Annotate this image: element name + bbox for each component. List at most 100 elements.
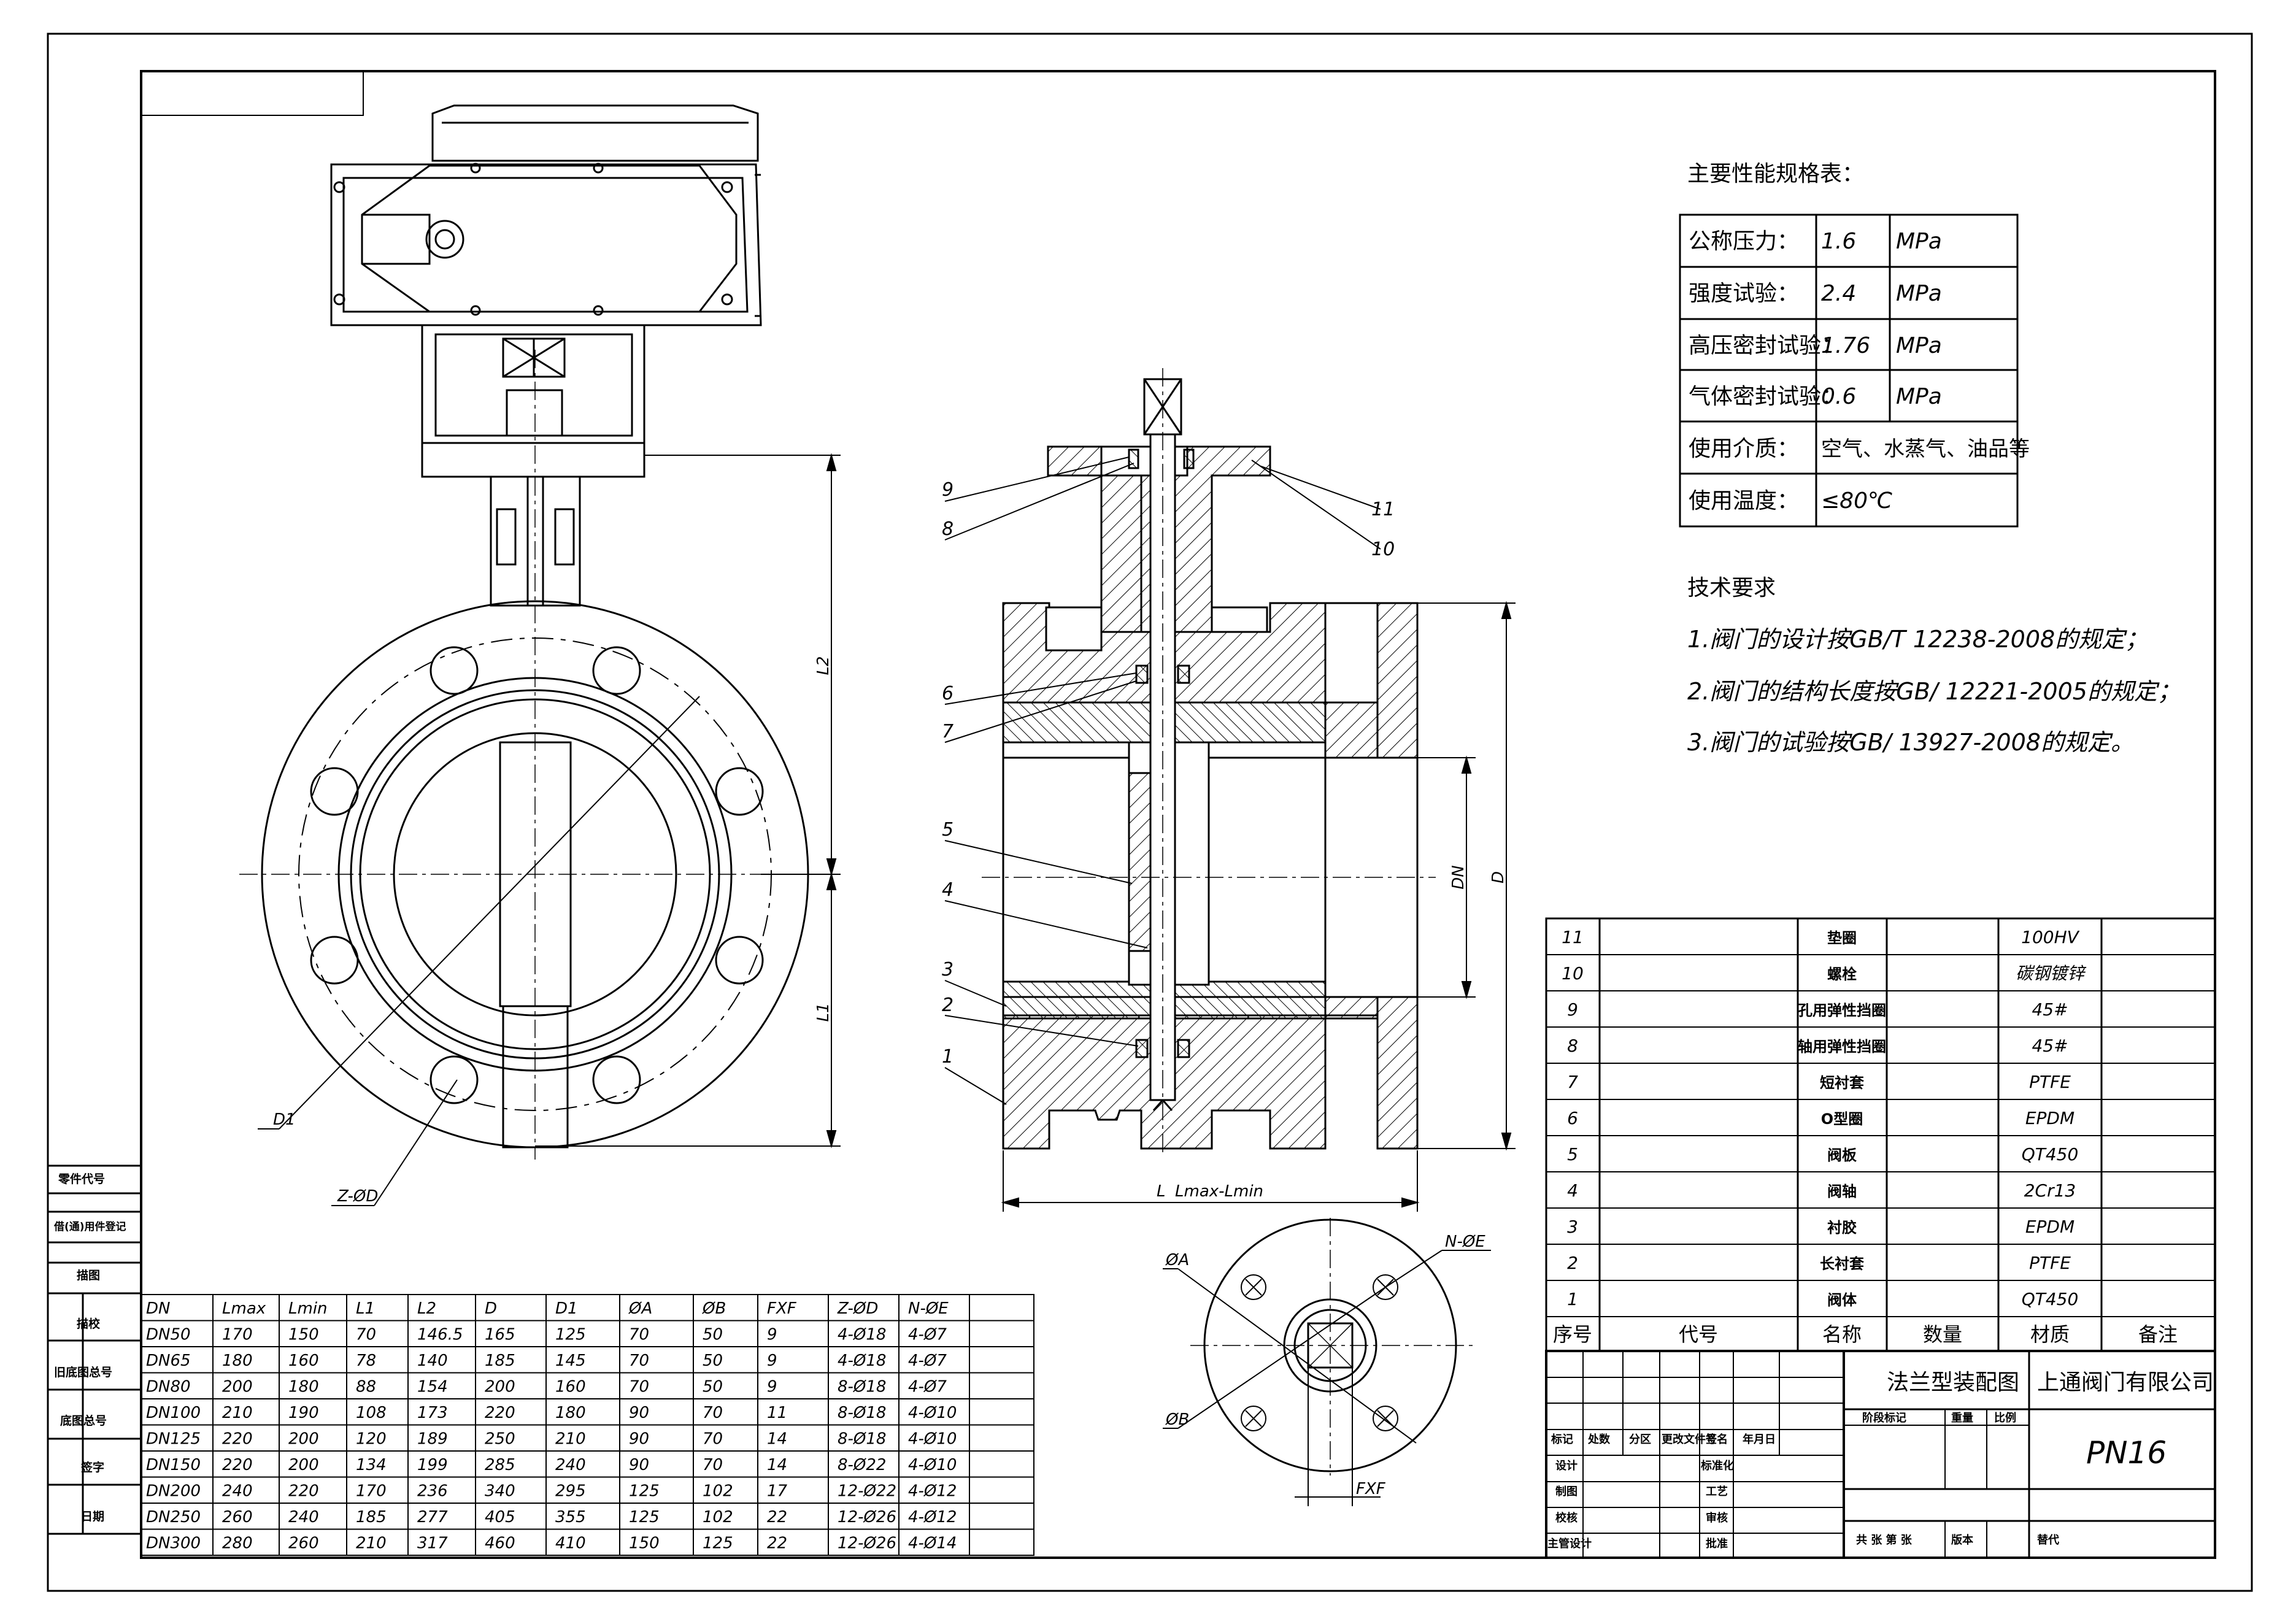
tb-mid-proc: 工艺 [1706, 1485, 1728, 1498]
side-old-no: 旧底图总号 [54, 1365, 112, 1379]
balloon-1: 1 [942, 1046, 953, 1068]
dim-cell: 185 [356, 1508, 387, 1526]
side-sign: 签字 [80, 1460, 104, 1474]
dim-cell: 295 [555, 1482, 586, 1501]
dim-cell: 9 [767, 1378, 777, 1396]
dim-cell: 125 [555, 1326, 586, 1344]
parts-grid [1545, 917, 2216, 1352]
tb-mid-review: 审核 [1706, 1511, 1728, 1525]
dim-header-cell: ØA [628, 1299, 652, 1318]
spec-label-5: 使用温度： [1689, 488, 1799, 514]
parts-cell-name: 轴用弹性挡圈 [1798, 1038, 1886, 1055]
pressure-grade: PN16 [2086, 1435, 2167, 1471]
dim-cell: 125 [629, 1482, 660, 1501]
parts-header-name: 名称 [1822, 1323, 1862, 1346]
balloon-labels: 9 8 6 7 5 4 3 2 1 11 10 [942, 479, 1395, 1068]
dim-cell: 11 [767, 1404, 787, 1422]
parts-cell-name: 垫圈 [1827, 929, 1857, 947]
parts-header-no: 序号 [1553, 1323, 1592, 1346]
dim-cell: 17 [767, 1482, 788, 1501]
title-block-grid [1545, 1350, 2216, 1559]
parts-cell-no: 11 [1562, 927, 1584, 947]
dim-cell: 50 [703, 1378, 723, 1396]
dim-cell: 14 [767, 1456, 787, 1474]
dim-cell: 90 [629, 1404, 649, 1422]
dim-cell: 4-Ø12 [908, 1508, 957, 1526]
spec-unit-0: MPa [1896, 229, 1942, 254]
dim-cell: 405 [485, 1508, 515, 1526]
dim-cell: 200 [288, 1456, 319, 1474]
tb-label-zone: 分区 [1629, 1433, 1651, 1446]
tech-requirements: 技术要求 1.阀门的设计按GB/T 12238-2008的规定； 2.阀门的结构… [1687, 575, 2181, 756]
dim-cell: 70 [356, 1326, 376, 1344]
dim-cell: 4-Ø10 [908, 1456, 957, 1474]
dim-l2: L2 [814, 656, 833, 675]
dim-cell: 108 [356, 1404, 387, 1422]
dim-cell: 189 [417, 1430, 448, 1449]
code-box [141, 71, 364, 116]
parts-cell-no: 8 [1567, 1036, 1578, 1056]
dim-cell: 250 [485, 1430, 515, 1449]
dim-header-cell: L2 [417, 1299, 436, 1318]
dim-cell: 70 [703, 1404, 723, 1422]
dim-cell: DN80 [146, 1378, 191, 1396]
spec-unit-1: MPa [1896, 281, 1942, 306]
dim-d1: D1 [273, 1110, 296, 1129]
dim-cell: 240 [555, 1456, 586, 1474]
dim-cell: 9 [767, 1352, 777, 1370]
tech-item-2: 2.阀门的结构长度按GB/ 12221-2005的规定； [1687, 678, 2181, 705]
dim-cell: 90 [629, 1430, 649, 1449]
tb-left-chief: 主管设计 [1547, 1537, 1592, 1550]
section-dims [944, 456, 1516, 1212]
tb-mid-approve: 批准 [1706, 1537, 1728, 1550]
dim-cell: 134 [356, 1456, 387, 1474]
dim-cell: 199 [417, 1456, 448, 1474]
dim-cell: 340 [485, 1482, 515, 1501]
balloon-3: 3 [942, 959, 953, 980]
dim-cell: 9 [767, 1326, 777, 1344]
dim-cell: 4-Ø18 [838, 1352, 886, 1370]
dim-cell: 146.5 [417, 1326, 463, 1344]
dim-cell: 4-Ø10 [908, 1430, 957, 1449]
dim-b: ØB [1165, 1410, 1189, 1429]
inner-frame [140, 70, 2216, 1559]
parts-cell-material: 碳钢镀锌 [2016, 963, 2087, 983]
parts-cell-name: 衬胶 [1827, 1219, 1857, 1236]
balloon-11: 11 [1371, 499, 1395, 520]
dim-header-cell: Lmax [222, 1299, 266, 1318]
dim-cell: 50 [703, 1326, 723, 1344]
dim-cell: 145 [555, 1352, 586, 1370]
dim-ne: N-ØE [1445, 1233, 1485, 1251]
front-view [239, 104, 841, 1206]
dim-cell: DN250 [146, 1508, 201, 1526]
dim-cell: 355 [555, 1508, 586, 1526]
parts-cell-material: PTFE [2029, 1253, 2071, 1273]
actuator-housing [330, 163, 762, 326]
side-trace-check: 描校 [77, 1317, 101, 1331]
top-view [1163, 1218, 1491, 1506]
tb-version: 版本 [1951, 1533, 1973, 1547]
dim-cell: 8-Ø18 [838, 1404, 886, 1422]
dim-header-cell: N-ØE [908, 1299, 949, 1318]
spec-title: 主要性能规格表： [1687, 161, 1864, 187]
parts-cell-material: 45# [2032, 1036, 2068, 1056]
dim-cell: 220 [222, 1430, 253, 1449]
parts-cell-no: 2 [1567, 1253, 1578, 1273]
dim-cell: 12-Ø26 [838, 1534, 896, 1553]
balloon-10: 10 [1371, 539, 1395, 560]
dim-cell: 170 [356, 1482, 387, 1501]
spec-table: 公称压力： 1.6 MPa 强度试验： 2.4 MPa 高压密封试验： 1.76… [1689, 229, 2030, 514]
dim-cell: 4-Ø18 [838, 1326, 886, 1344]
dim-cell: 50 [703, 1352, 723, 1370]
tech-item-3: 3.阀门的试验按GB/ 13927-2008的规定。 [1687, 729, 2134, 756]
dim-cell: 4-Ø12 [908, 1482, 957, 1501]
dim-cell: 210 [356, 1534, 387, 1553]
tb-label-date: 年月日 [1743, 1433, 1776, 1446]
dim-header-cell: Z-ØD [837, 1299, 878, 1318]
parts-cell-name: 螺栓 [1827, 966, 1857, 983]
dim-cell: 4-Ø7 [908, 1326, 947, 1344]
parts-cell-material: 2Cr13 [2024, 1180, 2076, 1201]
title-block: 法兰型装配图 上通阀门有限公司 PN16 标记 处数 分区 更改文件号 签名 年… [1547, 1370, 2214, 1550]
dim-cell: 22 [767, 1534, 787, 1553]
tb-left-check: 校核 [1555, 1511, 1578, 1525]
